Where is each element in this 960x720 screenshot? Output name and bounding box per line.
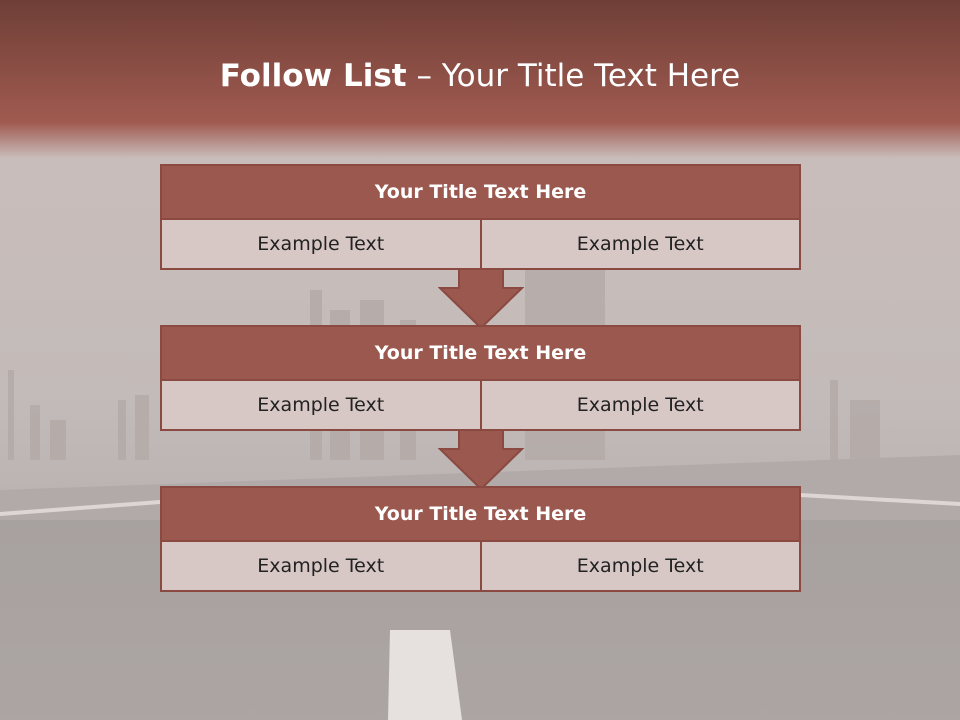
- block-right-cell: Example Text: [481, 542, 801, 592]
- list-block: Your Title Text Here Example Text Exampl…: [160, 325, 801, 431]
- down-arrow-icon: [438, 269, 524, 329]
- block-left-cell: Example Text: [160, 220, 482, 270]
- block-title: Your Title Text Here: [160, 164, 801, 220]
- block-left-cell: Example Text: [160, 381, 482, 431]
- block-right-cell: Example Text: [481, 381, 801, 431]
- slide-title-bold: Follow List: [219, 58, 407, 94]
- slide-title: Follow List – Your Title Text Here: [0, 52, 960, 100]
- slide-title-rest: – Your Title Text Here: [406, 58, 741, 94]
- block-row: Example Text Example Text: [160, 542, 801, 592]
- block-title: Your Title Text Here: [160, 486, 801, 542]
- list-block: Your Title Text Here Example Text Exampl…: [160, 164, 801, 270]
- list-block: Your Title Text Here Example Text Exampl…: [160, 486, 801, 592]
- block-row: Example Text Example Text: [160, 381, 801, 431]
- down-arrow-icon: [438, 430, 524, 490]
- block-left-cell: Example Text: [160, 542, 482, 592]
- block-row: Example Text Example Text: [160, 220, 801, 270]
- block-title: Your Title Text Here: [160, 325, 801, 381]
- block-right-cell: Example Text: [481, 220, 801, 270]
